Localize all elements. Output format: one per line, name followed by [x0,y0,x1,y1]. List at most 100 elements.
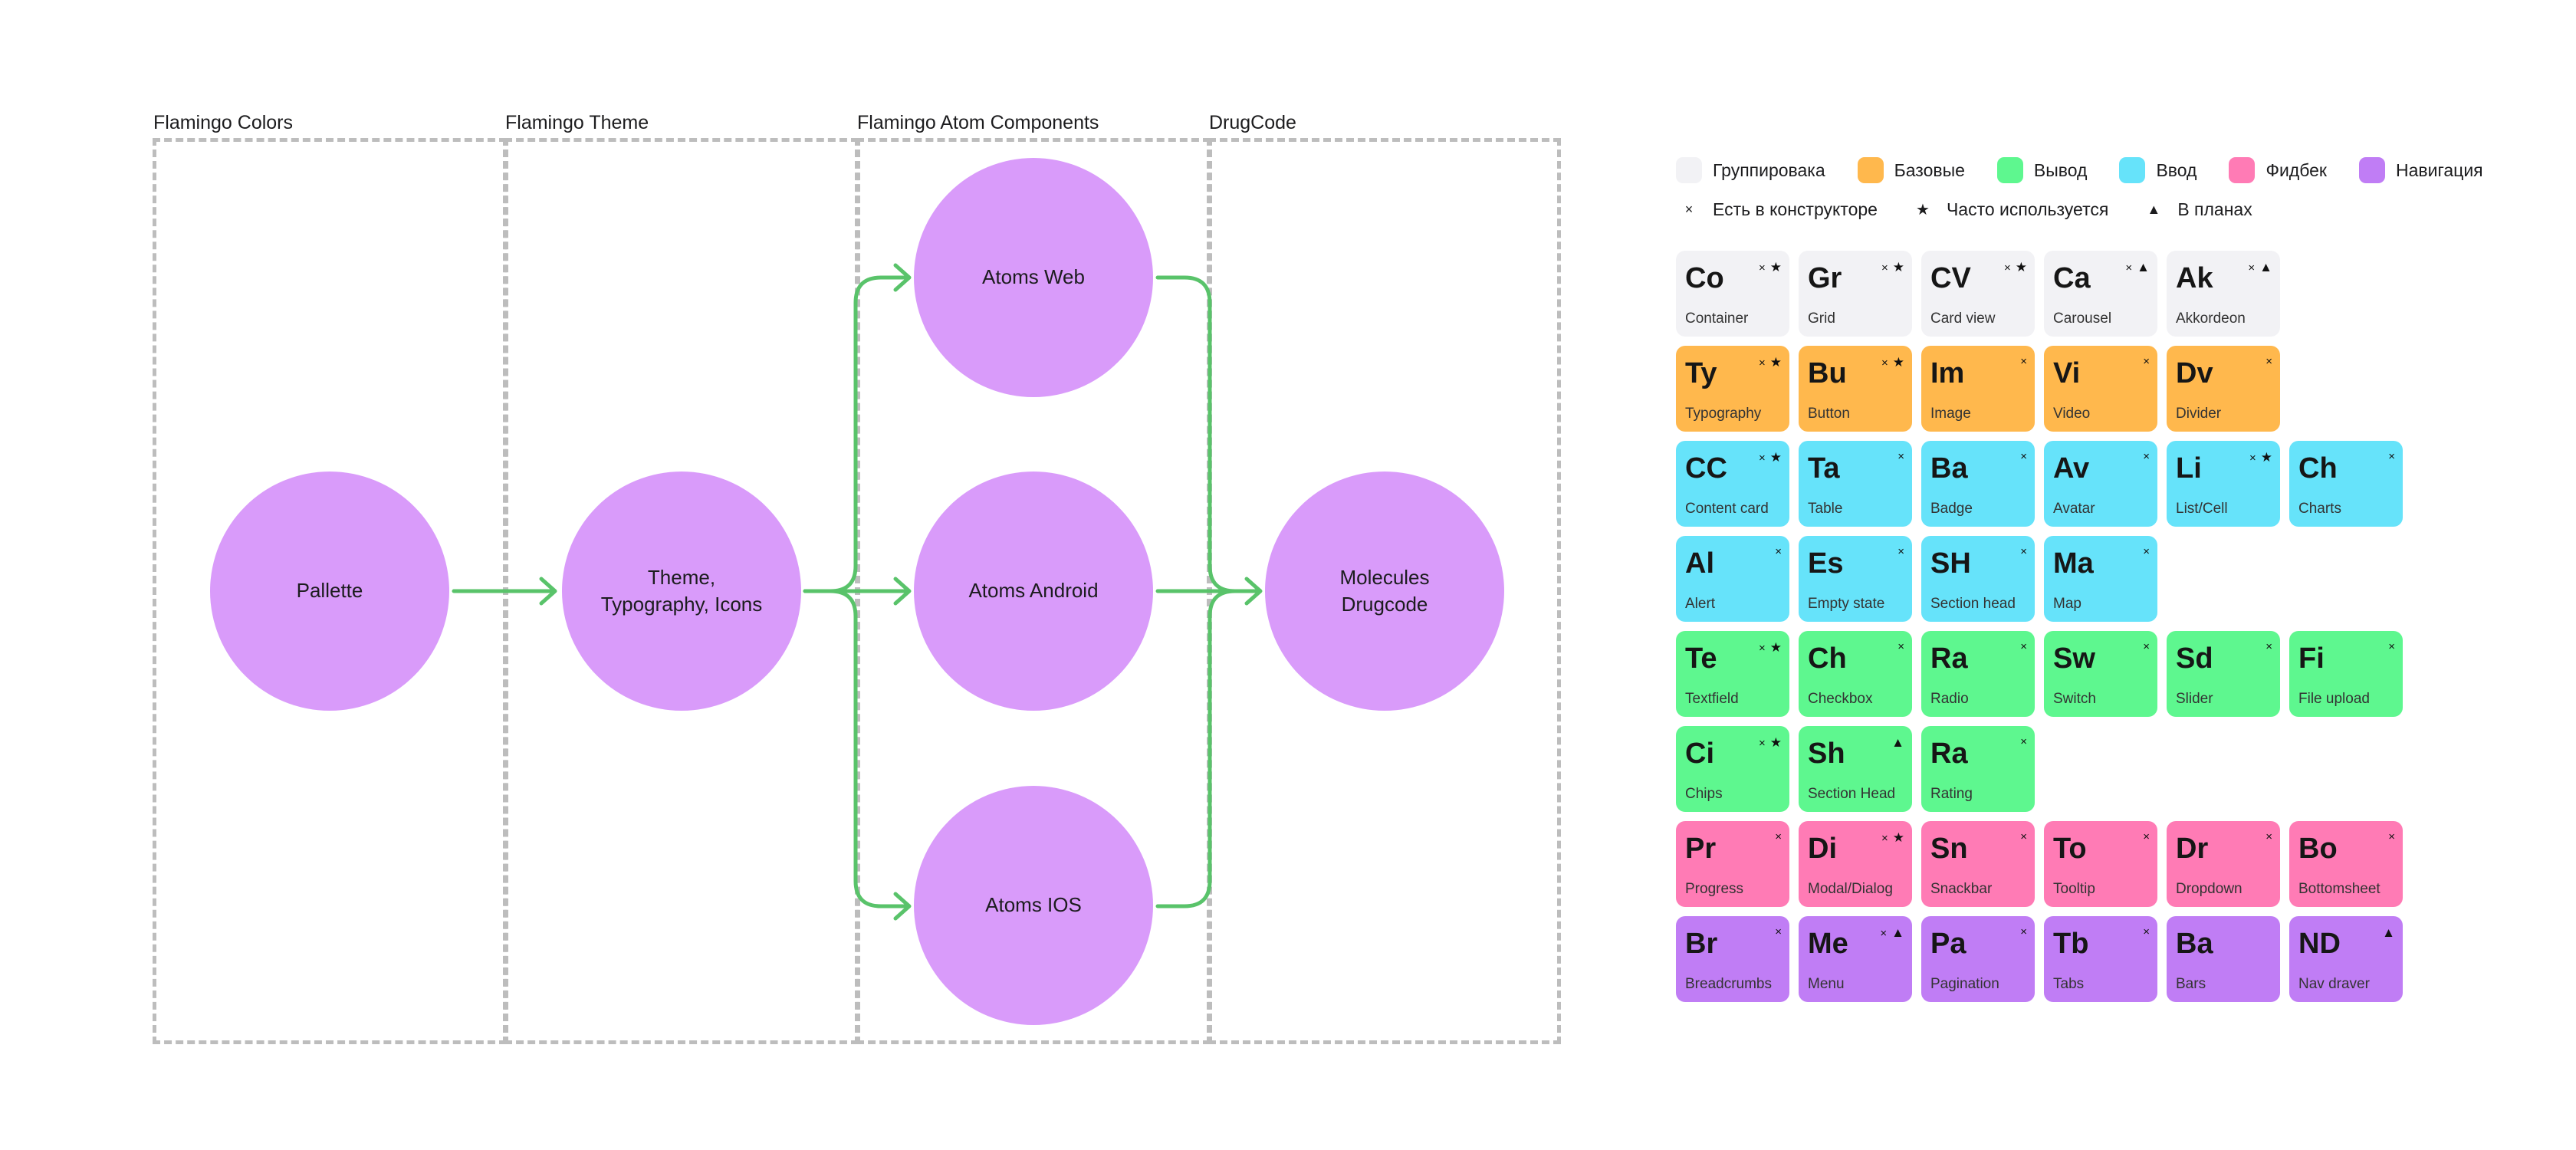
legend-swatch-output [1996,157,2023,183]
tile-abbreviation: Ra [1930,642,1968,675]
legend-item-output: Вывод [1996,157,2087,183]
cross-icon: × [1881,261,1888,274]
legend-item-planned: ▲ В планах [2141,196,2252,222]
column-label-drugcode: DrugCode [1209,112,1296,133]
tile-name: File upload [2298,691,2370,707]
legend-swatch-feedback [2229,157,2256,183]
tile-markers: ×★ [2004,260,2027,275]
cross-icon: × [2003,261,2011,274]
tile-name: Tooltip [2053,881,2095,897]
tile-markers: × [2143,355,2150,368]
cross-icon: × [1880,926,1888,940]
triangle-icon: ▲ [2259,260,2272,274]
cross-icon: × [1898,640,1904,653]
triangle-icon: ▲ [2382,925,2395,940]
tile-markers: ×▲ [2125,260,2150,275]
tile-markers: ▲ [1891,735,1904,751]
tile-markers: × [2020,450,2027,463]
legend-label: Группировака [1713,159,1825,180]
cross-icon: × [2125,261,2133,274]
legend-item-input: Ввод [2119,157,2196,183]
tile-name: Menu [1808,976,1845,992]
star-icon: ★ [1892,260,1904,274]
tile-markers: ×★ [1759,355,1782,370]
legend-swatch-input [2119,157,2146,183]
tile-abbreviation: Te [1685,642,1717,675]
cross-icon: × [2020,545,2027,558]
cross-icon: × [2388,830,2395,843]
tile-markers: × [2388,450,2395,463]
tile-name: Empty state [1808,596,1885,612]
column-label-theme: Flamingo Theme [505,112,649,133]
tile-markers: × [2143,640,2150,653]
cross-icon: × [2266,640,2272,653]
tile-markers: × [1775,925,1782,938]
tile-name: Radio [1930,691,1969,707]
tile-markers: × [1898,545,1904,558]
cross-icon: × [2143,640,2150,653]
cross-icon: × [2020,925,2027,938]
tile-name: Map [2053,596,2082,612]
tile-name: Carousel [2053,310,2112,327]
tile-name: Button [1808,406,1850,422]
star-icon: ★ [1769,735,1782,750]
cross-icon: × [1881,356,1888,370]
tile-abbreviation: Ty [1685,357,1717,389]
tile-name: Pagination [1930,976,1999,992]
tile-abbreviation: Ba [2176,928,2213,960]
legend-markers: × Есть в конструкторе ★ Часто использует… [1676,196,2285,222]
cross-icon: × [1684,201,1694,217]
arrowhead-ios [893,892,912,921]
cross-icon: × [2020,830,2027,843]
tile-abbreviation: Gr [1808,262,1842,294]
legend-item-frequent: ★ Часто используется [1910,196,2108,222]
legend-swatch-nav [2359,157,2385,183]
cross-icon: × [1775,830,1782,843]
legend-label: Навигация [2396,159,2483,180]
tile-markers: ▲ [2382,925,2395,941]
tile-abbreviation: Ra [1930,738,1968,770]
tile-markers: × [1898,450,1904,463]
star-icon: ★ [1915,201,1930,219]
star-icon: ★ [1769,260,1782,274]
tile-abbreviation: CV [1930,262,1971,294]
tile-name: Video [2053,406,2091,422]
triangle-icon: ▲ [2147,201,2161,217]
cross-icon: × [1775,925,1782,938]
tile-markers: ×★ [1759,260,1782,275]
cross-icon: × [2143,830,2150,843]
cross-icon: × [1758,736,1766,750]
tile-abbreviation: Sd [2176,642,2213,675]
star-icon: ★ [1892,830,1904,845]
tile-name: Image [1930,406,1971,422]
tile-markers: ×★ [1881,830,1904,846]
tile-markers: ×▲ [1880,925,1904,941]
legend-swatch-base [1857,157,1884,183]
tile-markers: × [2020,640,2027,653]
tile-name: Section Head [1808,786,1896,802]
tile-abbreviation: Bo [2298,833,2338,865]
legend-categories: Группировака Базовые Вывод Ввод Фидбек Н… [1676,157,2515,183]
tile-markers: ×▲ [2248,260,2272,275]
tile-markers: × [2266,355,2272,368]
tile-name: Table [1808,501,1843,517]
tile-name: Tabs [2053,976,2085,992]
cross-icon: × [2388,640,2395,653]
cross-icon: × [1775,545,1782,558]
